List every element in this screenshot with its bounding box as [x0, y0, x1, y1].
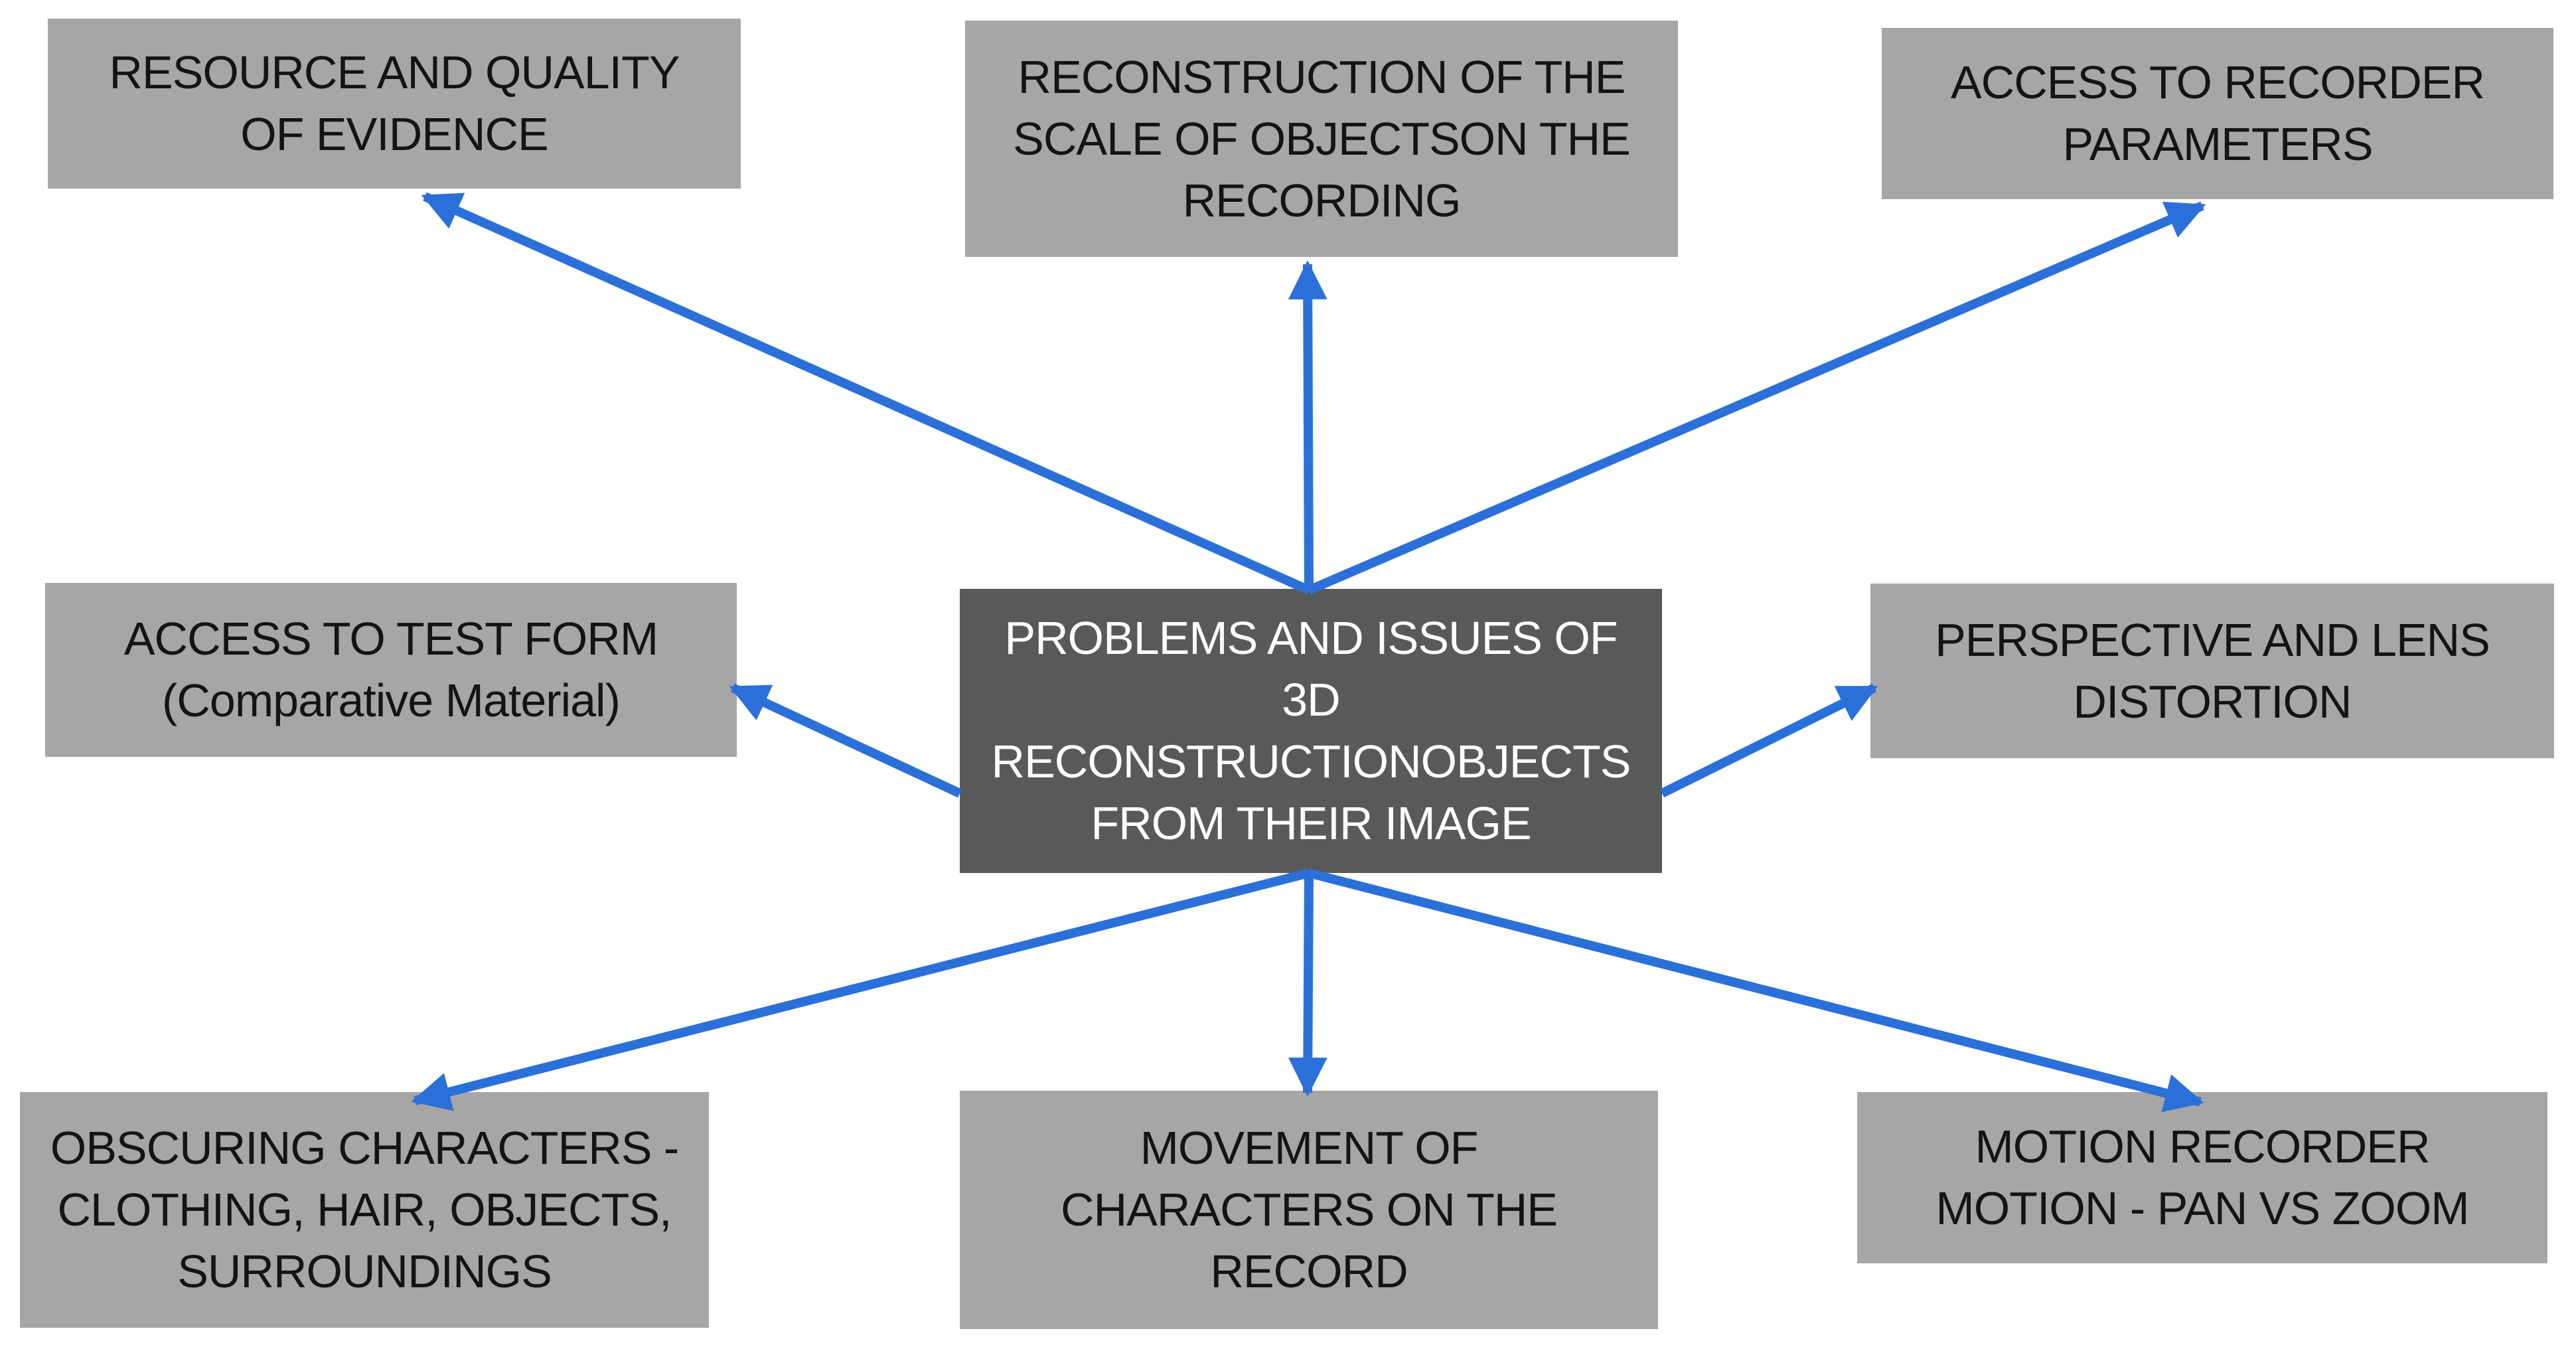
node-resource-and-quality-of-evidence: RESOURCE AND QUALITY OF EVIDENCE: [48, 19, 741, 189]
node-label: PROBLEMS AND ISSUES OF 3D RECONSTRUCTION…: [991, 612, 1631, 849]
node-obscuring-characters: OBSCURING CHARACTERS - CLOTHING, HAIR, O…: [20, 1092, 709, 1328]
arrow-center-to-bottom-mid: [1288, 872, 1327, 1097]
arrow-center-to-top-mid: [1288, 260, 1327, 591]
arrow-center-to-mid-left: [729, 683, 962, 798]
node-label: MOVEMENT OF CHARACTERS ON THE RECORD: [1061, 1122, 1558, 1297]
arrow-center-to-top-right: [1307, 201, 2206, 595]
arrow-center-to-bottom-left: [411, 868, 1310, 1111]
node-label: PERSPECTIVE AND LENS DISTORTION: [1935, 613, 2490, 728]
node-motion-recorder-motion: MOTION RECORDER MOTION - PAN VS ZOOM: [1857, 1092, 2547, 1263]
arrow-center-to-mid-right: [1659, 683, 1878, 798]
arrow-center-to-bottom-right: [1308, 868, 2204, 1113]
node-label: RESOURCE AND QUALITY OF EVIDENCE: [109, 46, 680, 160]
node-access-to-recorder-parameters: ACCESS TO RECORDER PARAMETERS: [1882, 28, 2553, 199]
node-label: RECONSTRUCTION OF THE SCALE OF OBJECTSON…: [1013, 50, 1631, 226]
node-label: ACCESS TO RECORDER PARAMETERS: [1950, 56, 2485, 170]
node-reconstruction-of-scale: RECONSTRUCTION OF THE SCALE OF OBJECTSON…: [965, 21, 1678, 257]
node-central-problems-and-issues: PROBLEMS AND ISSUES OF 3D RECONSTRUCTION…: [960, 589, 1662, 873]
node-label: MOTION RECORDER MOTION - PAN VS ZOOM: [1935, 1121, 2469, 1234]
node-label: OBSCURING CHARACTERS - CLOTHING, HAIR, O…: [50, 1122, 679, 1297]
node-perspective-and-lens-distortion: PERSPECTIVE AND LENS DISTORTION: [1870, 584, 2554, 758]
node-label: ACCESS TO TEST FORM (Comparative Materia…: [123, 613, 658, 726]
node-movement-of-characters: MOVEMENT OF CHARACTERS ON THE RECORD: [960, 1091, 1658, 1329]
node-access-to-test-form: ACCESS TO TEST FORM (Comparative Materia…: [45, 583, 737, 757]
